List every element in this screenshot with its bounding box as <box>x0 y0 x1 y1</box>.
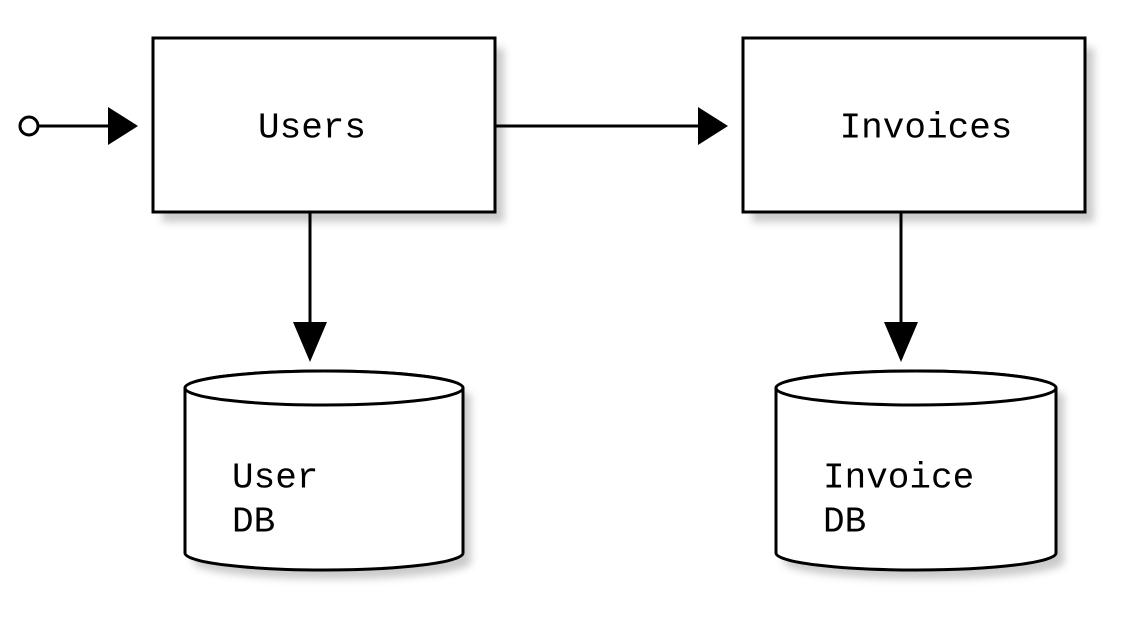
invoices-to-invoice-db-head <box>884 322 918 362</box>
invoices-to-invoice-db-arrow <box>884 212 918 362</box>
users-to-invoices-head <box>698 107 728 145</box>
users-to-invoices-arrow <box>495 107 728 145</box>
user-db-node: User DB <box>183 369 465 572</box>
user-db-label-line-1: User <box>232 458 318 499</box>
users-to-user-db-arrow <box>293 212 327 362</box>
invoice-db-label-line-1: Invoice <box>823 458 974 499</box>
user-db-cylinder-top <box>183 369 465 407</box>
invoices-node: Invoices <box>741 36 1087 214</box>
users-label: Users <box>258 108 366 149</box>
invoices-label: Invoices <box>840 108 1013 149</box>
invoice-db-label-line-2: DB <box>823 502 866 543</box>
user-db-label-line-2: DB <box>232 502 275 543</box>
users-to-user-db-head <box>293 322 327 362</box>
entry-flow <box>18 107 138 145</box>
invoice-db-cylinder-top <box>774 369 1058 407</box>
invoices-box <box>741 36 1087 214</box>
entry-point <box>18 115 40 137</box>
invoice-db-node: Invoice DB <box>774 369 1058 572</box>
entry-arrow-head <box>108 107 138 145</box>
users-node: Users <box>151 36 497 214</box>
